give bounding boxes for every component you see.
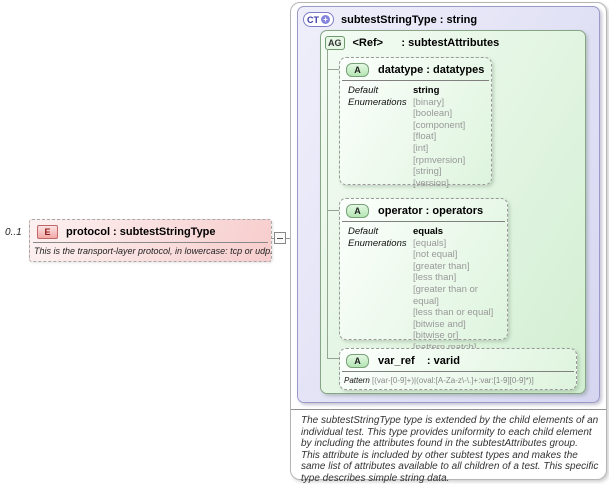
enum-value: [component] [413,119,466,131]
default-value: equals [413,226,444,237]
attribute-datatype-box[interactable]: A datatype : datatypes Default Enumerati… [339,57,492,189]
enum-value: [equals] [413,237,447,249]
enum-value: [less than or equal] [413,307,494,319]
tree-branch-line [327,210,340,211]
attribute-varref-box[interactable]: A var_ref : varid Pattern [(var-[0-9]+)|… [339,348,577,390]
attribute-title: var_ref : varid [378,355,460,367]
facet-values: equals [equals] [not equal] [greater tha… [413,226,504,354]
enum-value: [float] [413,131,437,143]
attribute-title-row: A operator : operators [342,199,505,222]
element-annotation: This is the transport-layer protocol, in… [34,246,273,256]
attribute-facets-table: Default Enumerations string [binary] [bo… [340,81,491,189]
default-label: Default [348,226,379,237]
annotation-separator [291,409,606,410]
element-title-row: E protocol : subtestStringType [33,220,268,243]
enum-value: [bitwise and] [413,318,466,330]
default-label: Default [348,85,379,96]
enumerations-label: Enumerations [348,237,407,249]
complextype-title-row: CT + subtestStringType : string [298,7,599,27]
cardinality-label: 0..1 [5,227,22,238]
enum-value: [boolean] [413,108,453,120]
collapse-handle-icon[interactable] [274,232,286,244]
enum-value: [string] [413,166,442,178]
attribute-title-row: A var_ref : varid [342,349,574,372]
enum-value: [int] [413,142,429,154]
attribute-title-row: A datatype : datatypes [342,58,489,81]
attributegroup-badge: AG [325,36,345,50]
attribute-facets-table: Default Enumerations equals [equals] [no… [340,222,507,354]
tree-branch-line [327,69,340,70]
attribute-facets-table: Pattern [(var-[0-9]+)|(oval:[A-Za-z\-\.]… [340,372,576,386]
enum-value: [greater than] [413,260,470,272]
complextype-badge: CT + [303,12,334,27]
attribute-badge: A [346,354,369,368]
minus-icon [277,237,283,239]
enum-value: [bitwise or] [413,330,459,342]
type-annotation: The subtestStringType type is extended b… [301,415,599,484]
attribute-badge: A [346,63,369,77]
type-documentation-panel: CT + subtestStringType : string AG <Ref>… [290,2,607,484]
enum-value: [pattern match] [413,342,504,354]
attribute-title: operator : operators [378,205,484,217]
facet-values: string [binary] [boolean] [component] [f… [413,85,488,189]
enumerations-label: Enumerations [348,96,407,108]
attributegroup-title-row: AG <Ref> : subtestAttributes [321,31,585,50]
enum-value: [less than] [413,272,457,284]
facet-labels: Default Enumerations [348,85,413,189]
default-value: string [413,85,440,96]
enum-value: [not equal] [413,249,458,261]
enum-value: [binary] [413,96,445,108]
complextype-badge-label: CT [307,14,319,25]
attribute-operator-box[interactable]: A operator : operators Default Enumerati… [339,198,508,353]
element-title: protocol : subtestStringType [66,226,216,238]
enum-value: [version] [413,177,449,189]
tree-trunk-line [327,49,328,358]
enum-value: [greater than or equal] [413,283,478,307]
complextype-title: subtestStringType : string [341,13,478,26]
attributegroup-title: <Ref> : subtestAttributes [352,37,500,49]
attribute-title: datatype : datatypes [378,64,485,76]
facet-labels: Default Enumerations [348,226,413,354]
tree-branch-line [327,358,340,359]
complextype-box[interactable]: CT + subtestStringType : string AG <Ref>… [297,6,600,403]
attribute-badge: A [346,204,369,218]
enum-value: [rpmversion] [413,154,466,166]
element-badge: E [37,225,58,239]
element-protocol-box[interactable]: E protocol : subtestStringType This is t… [29,219,273,262]
pattern-label: Pattern [344,376,370,385]
pattern-value: [(var-[0-9]+)|(oval:[A-Za-z\-\.]+:var:[1… [372,376,534,385]
plus-icon: + [321,15,330,24]
attributegroup-box[interactable]: AG <Ref> : subtestAttributes A datatype … [320,30,586,394]
